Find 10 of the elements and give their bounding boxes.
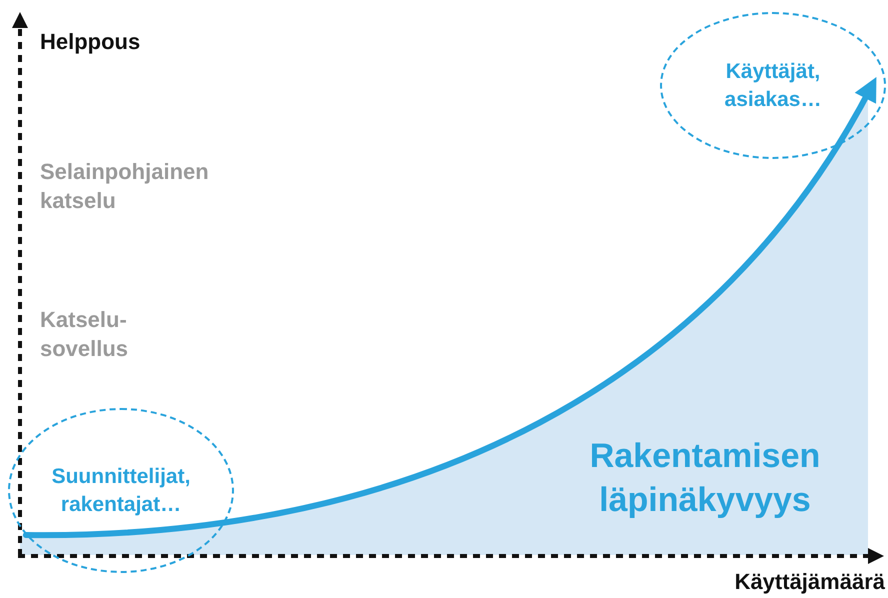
area-label: Rakentamisen läpinäkyvyys — [588, 436, 822, 522]
growth-curve-arrow — [22, 77, 877, 538]
axis-title: Helppous — [40, 28, 142, 56]
level-label: Selainpohjainen katselu — [40, 158, 210, 215]
group-label: Käyttäjät, asiakas… — [724, 59, 822, 112]
dashed-ellipse — [8, 408, 234, 573]
group-label: Suunnittelijat, rakentajat… — [50, 464, 192, 518]
level-label: Katselu- sovellus — [40, 306, 130, 363]
dashed-ellipse — [660, 12, 886, 159]
axis-title: Käyttäjämäärä — [734, 568, 885, 596]
